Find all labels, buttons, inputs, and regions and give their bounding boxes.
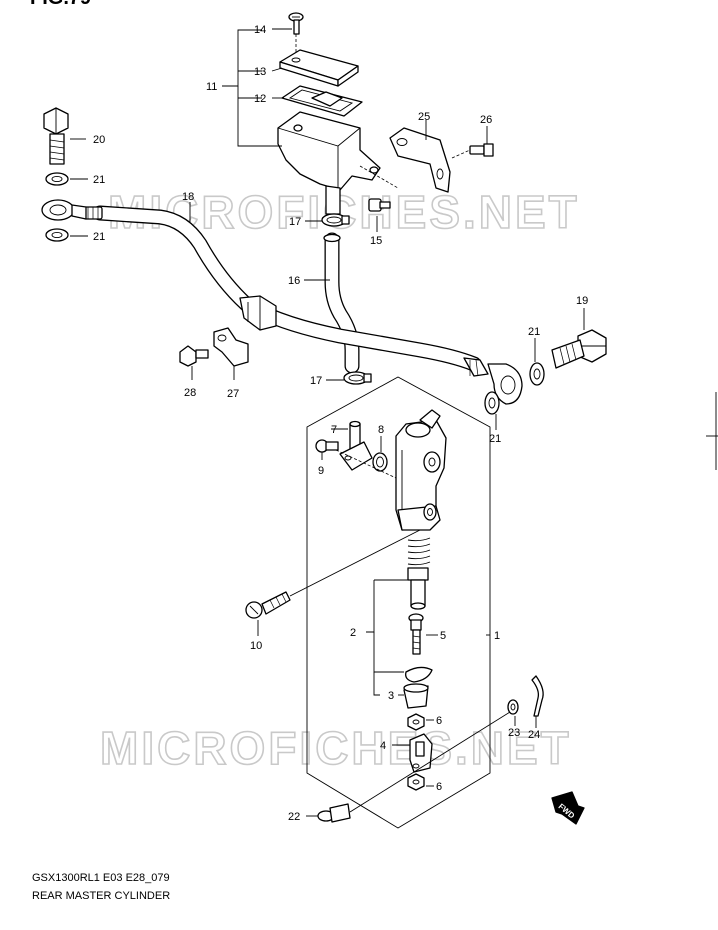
callout-19: 19 <box>576 295 588 307</box>
callout-16: 16 <box>288 275 300 287</box>
callout-1: 1 <box>494 630 500 642</box>
callout-17-a: 17 <box>289 216 301 228</box>
callout-27: 27 <box>227 388 239 400</box>
callout-21-b: 21 <box>93 231 105 243</box>
callout-6-a: 6 <box>436 715 442 727</box>
callout-13: 13 <box>254 66 266 78</box>
banjo-fitting-left <box>41 199 87 221</box>
spring-piston-2 <box>407 537 431 610</box>
reservoir-body-11 <box>277 111 399 215</box>
callout-25: 25 <box>418 111 430 123</box>
hose-16 <box>323 232 360 374</box>
hose-fitting-7 <box>339 420 373 471</box>
callout-3: 3 <box>388 690 394 702</box>
o-ring-8 <box>372 452 388 472</box>
hose-guide <box>239 295 277 331</box>
callout-14: 14 <box>254 24 266 36</box>
leader-10 <box>289 529 421 597</box>
cotter-pin-24 <box>531 675 544 717</box>
callout-5: 5 <box>440 630 446 642</box>
circlip <box>405 666 433 683</box>
callout-12: 12 <box>254 93 266 105</box>
union-bolt-19 <box>551 329 607 369</box>
clevis-4 <box>409 733 433 773</box>
bolt-28 <box>179 345 209 367</box>
callout-28: 28 <box>184 387 196 399</box>
gasket-21-right-lower <box>484 391 500 415</box>
clevis-pin-22 <box>317 803 351 823</box>
fwd-arrow-icon: FWD <box>551 791 585 825</box>
callout-labels: 14 13 12 11 25 26 20 21 18 17 21 15 16 1… <box>93 24 588 823</box>
callout-24: 24 <box>528 729 540 741</box>
reservoir-cap-13 <box>279 49 359 87</box>
callout-8: 8 <box>378 424 384 436</box>
callout-26: 26 <box>480 114 492 126</box>
callout-20: 20 <box>93 134 105 146</box>
callout-21-a: 21 <box>93 174 105 186</box>
callout-6-b: 6 <box>436 781 442 793</box>
boot-3 <box>403 683 429 709</box>
nut-6-bottom <box>407 773 425 791</box>
reservoir-diaphragm-12 <box>281 85 363 117</box>
bolt-26 <box>451 143 494 159</box>
gasket-21-right-upper <box>529 362 545 386</box>
hose-clamp-17-bottom <box>343 371 372 385</box>
callout-7: 7 <box>331 424 337 436</box>
callout-18: 18 <box>182 191 194 203</box>
callout-4: 4 <box>380 740 386 752</box>
callout-21-d: 21 <box>489 433 501 445</box>
union-bolt-20 <box>43 107 69 165</box>
callout-11: 11 <box>206 81 217 93</box>
nut-6-top <box>407 713 425 731</box>
callout-22: 22 <box>288 811 300 823</box>
hose-clamp-17-top <box>321 213 350 227</box>
kit-outline <box>306 376 491 829</box>
hose-clamp-27 <box>213 327 249 367</box>
reservoir-screw-14 <box>288 12 304 58</box>
figure-number: FIG.79 <box>30 0 91 9</box>
callout-2: 2 <box>350 627 356 639</box>
gasket-21-bottom-left <box>45 228 69 242</box>
callout-23: 23 <box>508 727 520 739</box>
callout-17-b: 17 <box>310 375 322 387</box>
push-rod-5 <box>408 613 424 655</box>
callout-9: 9 <box>318 465 324 477</box>
callout-10: 10 <box>250 640 262 652</box>
washer-23 <box>507 699 519 715</box>
leader-22 <box>349 711 511 813</box>
screw-9 <box>315 439 339 453</box>
model-code: GSX1300RL1 E03 E28_079 <box>32 872 170 884</box>
master-cylinder-body <box>395 409 447 531</box>
leader-9 <box>335 449 397 479</box>
diagram-title: REAR MASTER CYLINDER <box>32 890 170 902</box>
gasket-21-top-left <box>45 172 69 186</box>
bolt-10 <box>245 591 291 619</box>
watermark-bottom: MICROFICHES.NET <box>100 722 572 774</box>
callout-15: 15 <box>370 235 382 247</box>
callout-21-c: 21 <box>528 326 540 338</box>
leader-lines <box>70 28 585 817</box>
bracket-25 <box>389 127 451 193</box>
bolt-15 <box>368 198 391 212</box>
